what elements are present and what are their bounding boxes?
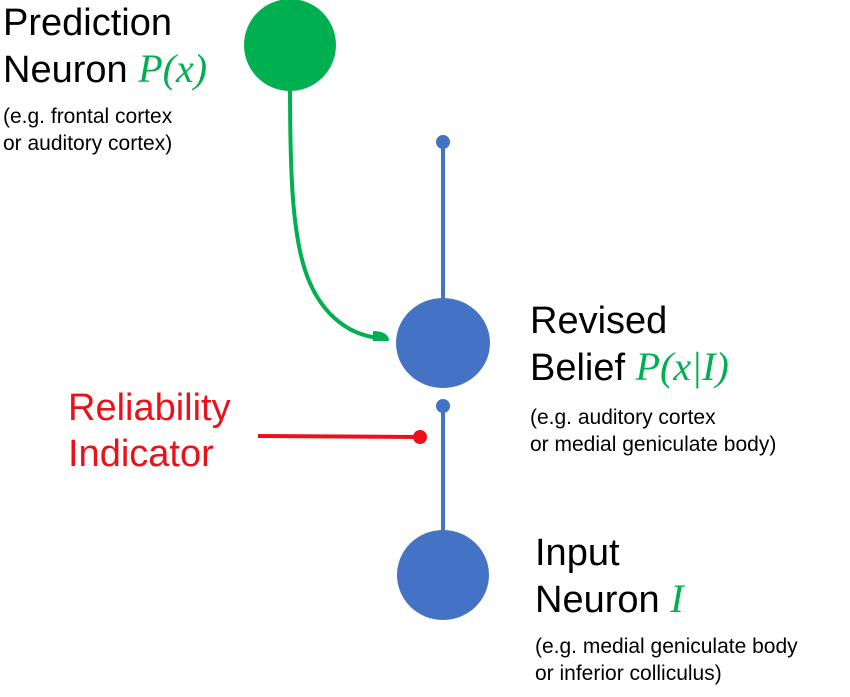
prediction-synapse bbox=[373, 331, 389, 341]
revised-belief-soma bbox=[396, 298, 490, 388]
reliability-synapse bbox=[413, 430, 427, 444]
reliability-line bbox=[257, 434, 419, 439]
reliability-title-line2: Indicator bbox=[68, 433, 214, 475]
prediction-example-line1: (e.g. frontal cortex bbox=[3, 105, 173, 128]
revised-label: Revised Belief P(x|I) (e.g. auditory cor… bbox=[530, 298, 776, 458]
input-label: Input Neuron I (e.g. medial geniculate b… bbox=[535, 530, 798, 687]
input-title-line2: Neuron I bbox=[535, 576, 798, 623]
prediction-neuron-soma bbox=[244, 0, 336, 91]
prediction-title-word: Neuron bbox=[3, 49, 128, 91]
prediction-axon bbox=[288, 81, 381, 340]
revised-title-line1: Revised bbox=[530, 300, 668, 342]
prediction-title-line2: Neuron P(x) bbox=[3, 46, 207, 93]
input-title-line1: Input bbox=[535, 532, 620, 574]
input-math: I bbox=[670, 576, 684, 621]
revised-example-line2: or medial geniculate body) bbox=[530, 433, 777, 456]
input-axon-tip bbox=[436, 399, 450, 413]
input-neuron-soma bbox=[397, 530, 489, 620]
input-title-word: Neuron bbox=[535, 579, 660, 621]
reliability-label: Reliability Indicator bbox=[68, 385, 231, 477]
input-example-line2: or inferior colliculus) bbox=[535, 662, 722, 685]
prediction-example-line2: or auditory cortex) bbox=[3, 132, 173, 155]
reliability-title-line1: Reliability bbox=[68, 387, 231, 429]
revised-example-line1: (e.g. auditory cortex bbox=[530, 406, 716, 429]
revised-title-word: Belief bbox=[530, 347, 626, 389]
revised-title-line2: Belief P(x|I) bbox=[530, 344, 776, 391]
prediction-title-line1: Prediction bbox=[3, 2, 172, 44]
prediction-math: P(x) bbox=[138, 46, 208, 91]
input-example-line1: (e.g. medial geniculate body bbox=[535, 635, 798, 658]
prediction-label: Prediction Neuron P(x) (e.g. frontal cor… bbox=[3, 0, 207, 157]
revised-math: P(x|I) bbox=[635, 344, 729, 389]
revised-dendrite-tip bbox=[436, 135, 450, 149]
